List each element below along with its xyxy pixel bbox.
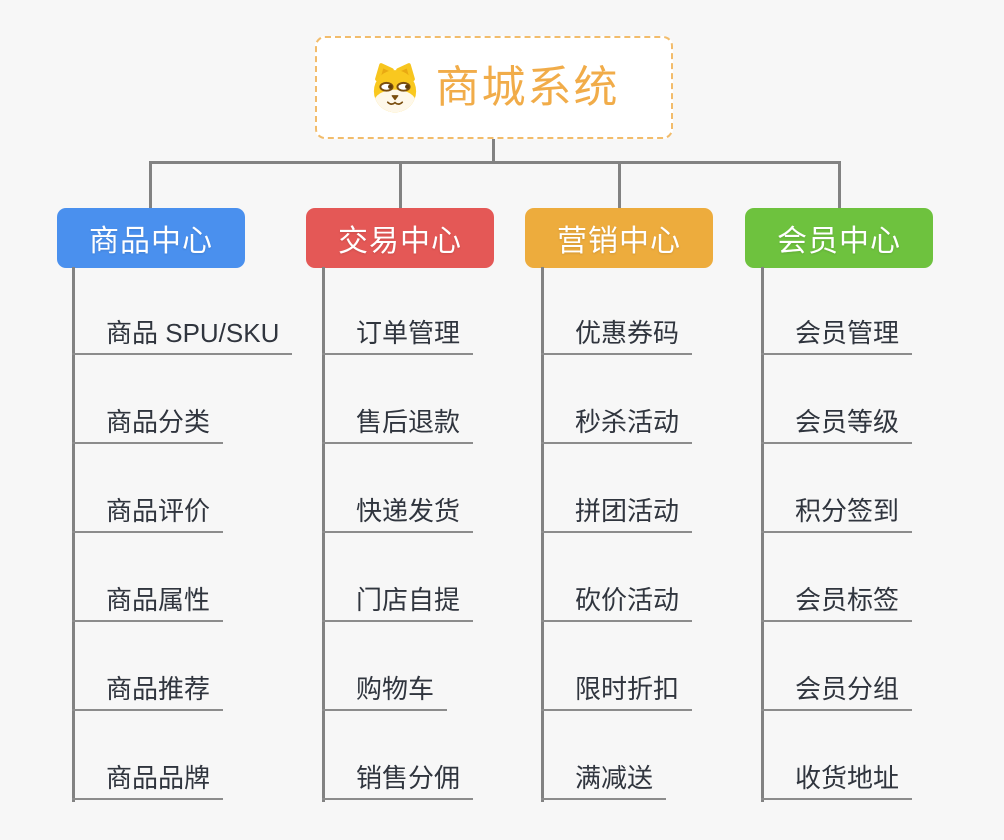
leaf-topic[interactable]: 门店自提 [322,585,474,622]
leaf-topic[interactable]: 拼团活动 [541,496,693,533]
leaf-topic[interactable]: 商品属性 [72,585,224,622]
leaf-topic[interactable]: 砍价活动 [541,585,693,622]
connector-drop-marketing [618,161,621,209]
connector-root-stem [492,139,495,163]
root-topic[interactable]: 商城系统 [315,36,673,139]
leaf-topic[interactable]: 商品评价 [72,496,224,533]
root-topic-label: 商城系统 [435,62,620,112]
branch-topic-marketing[interactable]: 营销中心 [525,208,713,268]
leaf-topic[interactable]: 购物车 [322,674,448,711]
branch-topic-trade[interactable]: 交易中心 [306,208,494,268]
leaf-topic[interactable]: 会员等级 [761,407,913,444]
leaf-topic[interactable]: 秒杀活动 [541,407,693,444]
leaf-topic[interactable]: 商品推荐 [72,674,224,711]
trunk-line-member [761,267,764,802]
leaf-topic[interactable]: 优惠券码 [541,318,693,355]
connector-bus [150,161,841,164]
leaf-topic[interactable]: 收货地址 [761,763,913,800]
branch-topic-product[interactable]: 商品中心 [57,208,245,268]
leaf-topic[interactable]: 商品品牌 [72,763,224,800]
leaf-topic[interactable]: 满减送 [541,763,667,800]
leaf-topic[interactable]: 订单管理 [322,318,474,355]
trunk-line-trade [322,267,325,802]
doge-icon [373,62,416,112]
leaf-topic[interactable]: 积分签到 [761,496,913,533]
leaf-topic[interactable]: 商品 SPU/SKU [72,318,293,355]
leaf-topic[interactable]: 售后退款 [322,407,474,444]
connector-drop-trade [399,161,402,209]
branch-topic-member[interactable]: 会员中心 [745,208,933,268]
leaf-topic[interactable]: 会员分组 [761,674,913,711]
trunk-line-product [72,267,75,802]
leaf-topic[interactable]: 销售分佣 [322,763,474,800]
leaf-topic[interactable]: 商品分类 [72,407,224,444]
connector-drop-product [149,161,152,209]
leaf-topic[interactable]: 快递发货 [322,496,474,533]
leaf-topic[interactable]: 会员管理 [761,318,913,355]
leaf-topic[interactable]: 会员标签 [761,585,913,622]
connector-drop-member [838,161,841,209]
leaf-topic[interactable]: 限时折扣 [541,674,693,711]
trunk-line-marketing [541,267,544,802]
